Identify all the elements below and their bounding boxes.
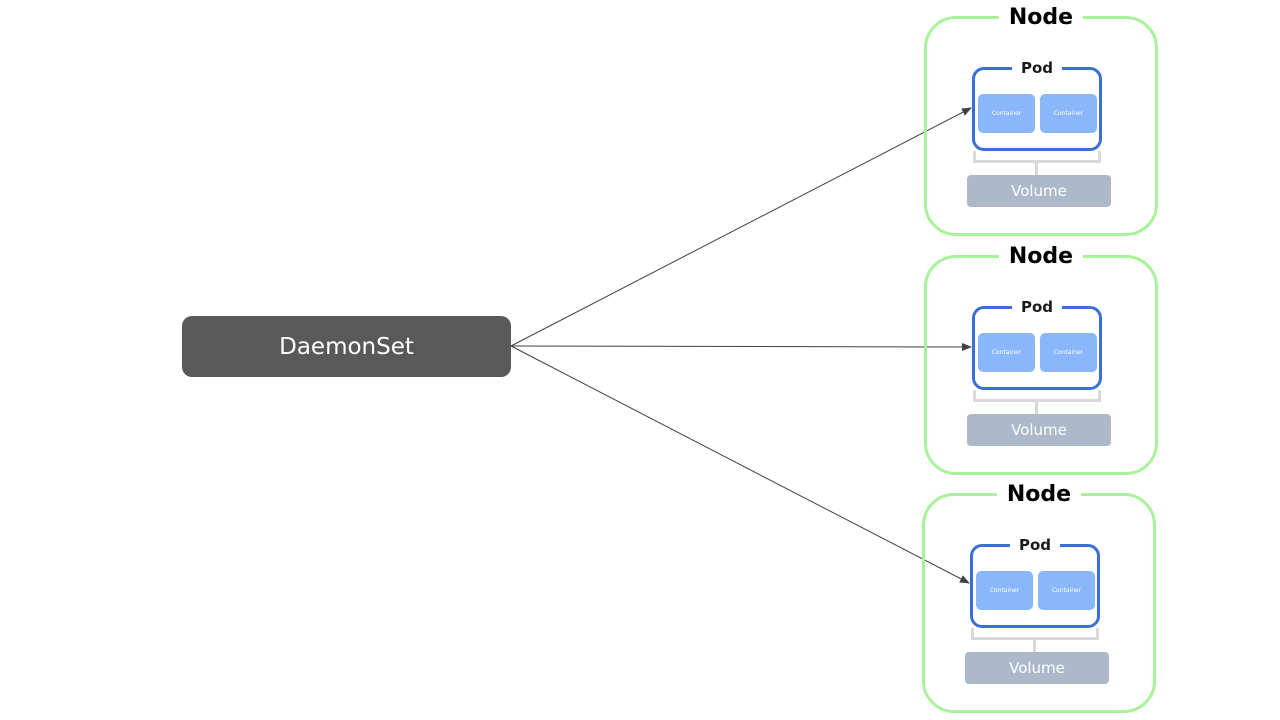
container-2: Container	[1038, 571, 1095, 610]
node-label: Node	[998, 5, 1084, 31]
arrow-to-node-2	[510, 342, 972, 351]
volume: Volume	[967, 414, 1111, 446]
pod: Pod Container Container	[970, 536, 1100, 628]
container-1: Container	[978, 94, 1035, 133]
volume: Volume	[967, 175, 1111, 207]
volume-bracket	[971, 628, 1099, 640]
container-2: Container	[1040, 94, 1097, 133]
volume-bracket	[973, 151, 1101, 163]
node-label: Node	[996, 482, 1082, 508]
node-1: Node Pod Container Container Volume	[924, 5, 1158, 236]
container-1: Container	[976, 571, 1033, 610]
volume-connector	[1033, 640, 1036, 652]
pod-label: Pod	[1011, 298, 1063, 316]
arrow-to-node-1	[510, 107, 972, 347]
daemonset-box: DaemonSet	[182, 316, 511, 377]
pod-label: Pod	[1011, 59, 1063, 77]
container-1: Container	[978, 333, 1035, 372]
node-label: Node	[998, 244, 1084, 270]
volume: Volume	[965, 652, 1109, 684]
volume-bracket	[973, 390, 1101, 402]
volume-connector	[1035, 163, 1038, 175]
volume-connector	[1035, 402, 1038, 414]
arrow-to-node-3	[510, 345, 970, 584]
pod: Pod Container Container	[972, 59, 1102, 151]
container-2: Container	[1040, 333, 1097, 372]
pod-label: Pod	[1009, 536, 1061, 554]
pod: Pod Container Container	[972, 298, 1102, 390]
node-2: Node Pod Container Container Volume	[924, 244, 1158, 475]
node-3: Node Pod Container Container Volume	[922, 482, 1156, 713]
daemonset-label: DaemonSet	[279, 333, 414, 360]
